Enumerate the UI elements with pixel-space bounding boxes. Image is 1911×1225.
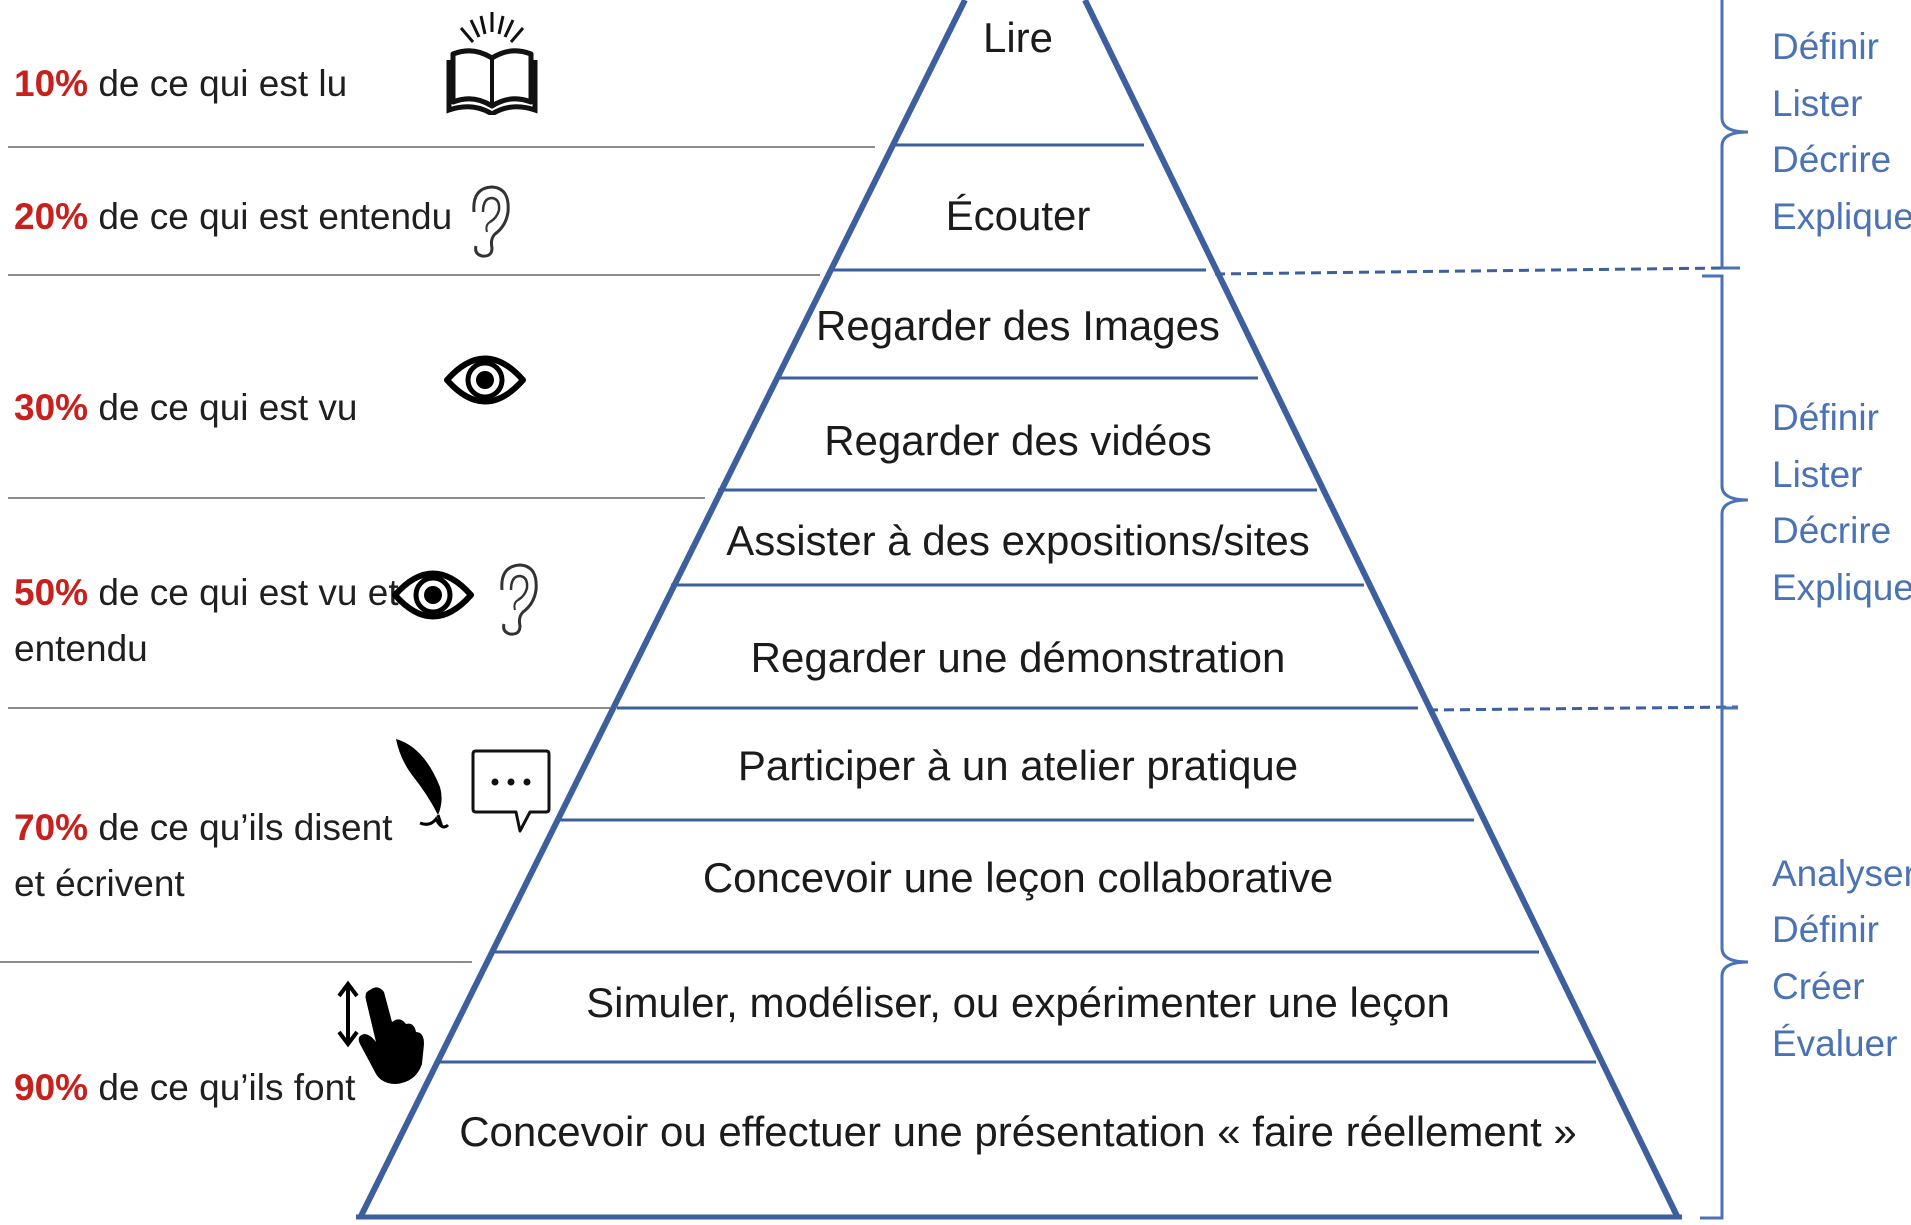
ear-icon <box>500 563 538 636</box>
retention-text-continued: entendu <box>14 628 148 669</box>
eye-icon <box>444 355 526 405</box>
curly-brace <box>1720 0 1749 270</box>
retention-text: de ce qui est vu et <box>88 572 399 613</box>
open-book-icon <box>446 12 538 115</box>
retention-text: de ce qui est entendu <box>88 196 453 237</box>
level-label: Écouter <box>946 192 1091 239</box>
retention-label: 30% de ce qui est vu <box>14 380 358 436</box>
pyramid-outline <box>356 0 1682 1220</box>
level-label: Regarder des Images <box>816 302 1220 349</box>
verb-list: Définir Lister Décrire Expliquer Définir… <box>1772 26 1911 1064</box>
verb-label: Décrire <box>1772 139 1891 180</box>
retention-label: 50% de ce qui est vu et entendu <box>14 565 399 677</box>
retention-percent: 30% <box>14 387 89 428</box>
retention-percent: 10% <box>14 63 89 104</box>
level-label: Regarder des vidéos <box>824 417 1212 464</box>
level-label: Concevoir ou effectuer une présentation … <box>459 1108 1577 1155</box>
verb-label: Définir <box>1772 26 1879 67</box>
retention-text: de ce qu’ils font <box>88 1067 356 1108</box>
verb-label: Lister <box>1772 83 1862 124</box>
verb-label: Expliquer <box>1772 567 1911 608</box>
curly-brace <box>1700 708 1749 1220</box>
quill-pen-icon <box>396 739 450 829</box>
verb-label: Analyser <box>1772 853 1911 894</box>
verb-label: Évaluer <box>1772 1023 1897 1064</box>
retention-label: 70% de ce qu’ils disent et écrivent <box>14 800 392 912</box>
retention-text: de ce qui est vu <box>88 387 358 428</box>
level-label: Lire <box>983 14 1053 61</box>
level-label: Regarder une démonstration <box>751 634 1286 681</box>
curly-brace <box>1702 274 1749 710</box>
verb-label: Définir <box>1772 397 1879 438</box>
pyramid-right-edge <box>1082 0 1681 1220</box>
verb-label: Expliquer <box>1772 196 1911 237</box>
verb-label: Lister <box>1772 454 1862 495</box>
verb-label: Décrire <box>1772 510 1891 551</box>
curly-braces <box>1700 0 1749 1220</box>
pointing-hand-icon <box>337 980 424 1084</box>
retention-text: de ce qui est lu <box>88 63 348 104</box>
pyramid-levels: Lire Écouter Regarder des Images Regarde… <box>459 14 1577 1155</box>
level-label: Simuler, modéliser, ou expérimenter une … <box>586 979 1450 1026</box>
verb-label: Créer <box>1772 966 1865 1007</box>
retention-text-continued: et écrivent <box>14 863 185 904</box>
retention-percent: 20% <box>14 196 89 237</box>
left-separators <box>0 146 875 963</box>
eye-icon <box>392 570 474 620</box>
speech-bubble-icon <box>471 749 551 833</box>
dashed-connector <box>1427 705 1739 712</box>
retention-label: 10% de ce qui est lu <box>14 56 347 112</box>
pyramid-left-edge <box>357 0 968 1220</box>
level-label: Concevoir une leçon collaborative <box>703 854 1333 901</box>
retention-label: 20% de ce qui est entendu <box>14 189 452 245</box>
retention-percent: 90% <box>14 1067 89 1108</box>
dashed-connector <box>1214 266 1723 276</box>
level-label: Participer à un atelier pratique <box>738 742 1298 789</box>
retention-text: de ce qu’ils disent <box>88 807 393 848</box>
dashed-connectors <box>1214 266 1739 712</box>
ear-icon <box>472 185 510 258</box>
verb-label: Définir <box>1772 909 1879 950</box>
retention-percent: 50% <box>14 572 89 613</box>
level-label: Assister à des expositions/sites <box>726 517 1310 564</box>
retention-label: 90% de ce qu’ils font <box>14 1060 355 1116</box>
retention-percent: 70% <box>14 807 89 848</box>
